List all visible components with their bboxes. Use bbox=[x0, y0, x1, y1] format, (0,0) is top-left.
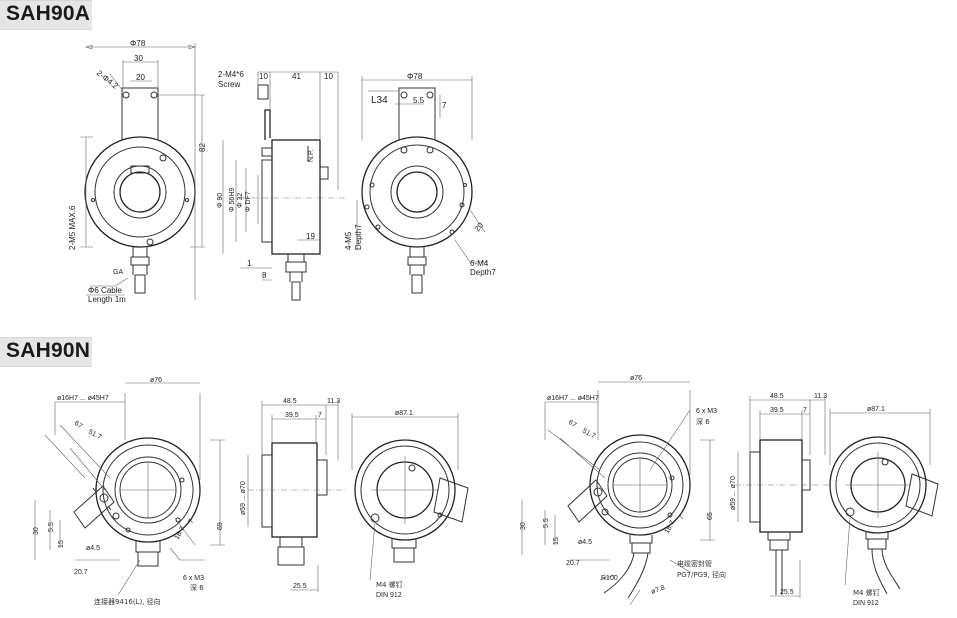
dim-label: ø59 ... ø70 bbox=[730, 476, 737, 510]
dim-label: Depth7 bbox=[470, 268, 496, 277]
dim-label: 10 bbox=[324, 72, 333, 81]
section-header-sah90n: SAH90N bbox=[0, 337, 92, 367]
dim-label: ø4.5 bbox=[578, 539, 592, 546]
section-header-sah90a: SAH90A bbox=[0, 0, 92, 30]
dim-label: 65 bbox=[707, 512, 714, 520]
dim-label: DIN 912 bbox=[376, 592, 402, 599]
dim-label: ø59 ... ø70 bbox=[240, 481, 247, 515]
sah90n-front-view-2: ø76 ø16H7 ... ø45H7 67 51.7 6 x M3 深 6 3… bbox=[520, 375, 726, 606]
dim-label: 5.5 bbox=[543, 518, 550, 528]
dim-label: Φ 56H9 bbox=[229, 188, 236, 212]
dim-label: 电缆密封管 bbox=[677, 559, 712, 568]
dim-label: 39.5 bbox=[770, 407, 784, 414]
dim-label: 10 bbox=[259, 72, 268, 81]
sah90a-back-view: Φ78 L34 5.5 7 20 4-M5 Depth7 6-M4 Depth7 bbox=[344, 72, 496, 294]
dim-label: 19 bbox=[306, 232, 315, 241]
sah90a-front-view: Φ78 30 20 2-Φ4.2 82 2-M5 MAX.6 GA Φ6 Cab… bbox=[68, 39, 207, 304]
dim-label: Φ6 Cable bbox=[88, 286, 123, 295]
dim-label: 7 bbox=[442, 101, 447, 110]
dim-label: ø76 bbox=[150, 377, 162, 384]
section-title-sah90n: SAH90N bbox=[6, 339, 91, 362]
sah90n-side-view-2: 48.5 11.3 39.5 7 ø59 ... ø70 25.5 bbox=[730, 393, 830, 598]
dim-label: 5.5 bbox=[48, 522, 55, 532]
dim-label: 15 bbox=[58, 540, 65, 548]
dim-label: ø87.1 bbox=[395, 410, 413, 417]
dim-label: 深 6 bbox=[190, 583, 204, 592]
dim-label: 8 bbox=[262, 271, 267, 280]
dim-label: DIN 912 bbox=[853, 600, 879, 607]
dim-label: 30 bbox=[134, 54, 143, 63]
dim-label: 48.5 bbox=[283, 398, 297, 405]
dim-label: 15 bbox=[553, 537, 560, 545]
dim-label: 6 x M3 bbox=[696, 408, 717, 415]
dim-label: Depth7 bbox=[354, 224, 363, 250]
dim-label: 69 bbox=[217, 522, 224, 530]
dim-label: 7 bbox=[803, 407, 807, 414]
dim-label: 深 6 bbox=[696, 417, 710, 426]
dim-label: Φ78 bbox=[407, 72, 423, 81]
dim-label: Φ78 bbox=[130, 39, 146, 48]
dim-label: PG7/PG9, 径向 bbox=[677, 570, 726, 579]
nameplate-label: N.P. bbox=[308, 149, 315, 162]
sah90n-side-view-1: 48.5 11.3 39.5 7 ø59 ... ø70 25.5 bbox=[240, 398, 345, 592]
dim-label: 20 bbox=[136, 73, 145, 82]
dim-label: 30 bbox=[33, 527, 40, 535]
dim-label: GA bbox=[113, 269, 123, 276]
dim-label: 39.5 bbox=[285, 412, 299, 419]
dim-label: 2-M5 MAX.6 bbox=[68, 205, 77, 250]
dim-label: 7 bbox=[188, 518, 196, 525]
dim-label: 20.7 bbox=[566, 560, 580, 567]
dim-label: 7 bbox=[318, 412, 322, 419]
dim-label: Length 1m bbox=[88, 295, 126, 304]
dim-label: 25.5 bbox=[780, 589, 794, 596]
dim-label: M4 螺钉 bbox=[853, 588, 880, 597]
dim-label: 4-M5 bbox=[344, 231, 353, 250]
dim-label: 67 bbox=[73, 420, 83, 430]
dim-label: ø4.5 bbox=[86, 545, 100, 552]
dim-label: L34 bbox=[371, 95, 388, 106]
sah90n-back-view-2: ø87.1 M4 螺钉 DIN 912 bbox=[829, 406, 939, 607]
dim-label: 41 bbox=[292, 72, 301, 81]
dim-label: 51.7 bbox=[87, 429, 102, 442]
sah90n-back-view-1: ø87.1 M4 螺钉 DIN 912 bbox=[351, 410, 469, 599]
dim-label: ø16H7 ... ø45H7 bbox=[57, 395, 109, 402]
dim-label: 51.7 bbox=[581, 428, 596, 441]
dim-label: 20 bbox=[473, 220, 486, 233]
dim-label: M4 螺钉 bbox=[376, 580, 403, 589]
dim-label: 25.5 bbox=[293, 583, 307, 590]
dim-label: 20.7 bbox=[74, 569, 88, 576]
dim-label: ø76 bbox=[630, 375, 642, 382]
dim-label: 6 x M3 bbox=[183, 575, 204, 582]
dim-label: 82 bbox=[198, 143, 207, 152]
dim-label: ø87.1 bbox=[867, 406, 885, 413]
section-title-sah90a: SAH90A bbox=[6, 2, 91, 25]
dim-label: 6-M4 bbox=[470, 259, 489, 268]
dim-label: Φ DF7 bbox=[245, 191, 252, 212]
dim-label: 7 bbox=[678, 514, 686, 521]
dim-label: Φ 90 bbox=[217, 193, 224, 208]
dim-label: 18.7 bbox=[174, 526, 187, 541]
sah90a-side-view: 2-M4*6 Screw 10 41 10 Φ 90 Φ 56H9 Φ 32 Φ… bbox=[217, 70, 345, 301]
dim-label: 11.3 bbox=[327, 398, 340, 405]
dim-label: 11.3 bbox=[814, 393, 827, 400]
dim-label: 连接器9416(L), 径向 bbox=[94, 597, 161, 606]
dim-label: 1 bbox=[247, 259, 252, 268]
dim-label: Φ 32 bbox=[237, 193, 244, 208]
dim-label: ø7.8 bbox=[650, 584, 666, 595]
dim-label: 67 bbox=[567, 419, 577, 429]
dim-label: 2-M4*6 bbox=[218, 70, 244, 79]
dim-label: ø16H7 ... ø45H7 bbox=[547, 395, 599, 402]
sah90n-front-view-1: ø76 ø16H7 ... ø45H7 67 51.7 30 5.5 15 ø4… bbox=[33, 377, 225, 606]
dim-label: 30 bbox=[520, 522, 527, 530]
dim-label: 2-Φ4.2 bbox=[95, 68, 120, 91]
dim-label: Screw bbox=[218, 80, 240, 89]
dim-label: R100 bbox=[601, 575, 618, 582]
dim-label: 48.5 bbox=[770, 393, 784, 400]
dim-label: 5.5 bbox=[413, 96, 425, 105]
